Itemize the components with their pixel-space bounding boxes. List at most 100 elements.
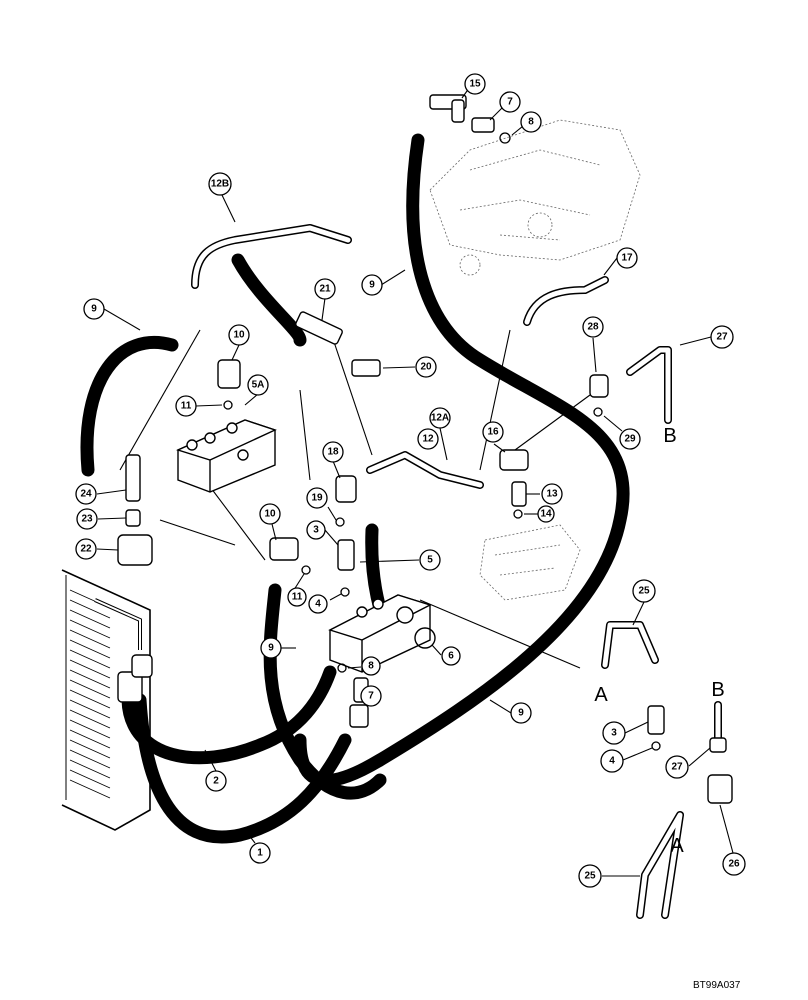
fitting-28: [589, 374, 609, 398]
svg-text:4: 4: [609, 756, 615, 767]
svg-text:9: 9: [268, 643, 274, 654]
fitting-3-mid: [337, 539, 355, 571]
callout-3-right: 3: [602, 721, 626, 745]
svg-text:8: 8: [368, 661, 374, 672]
fitting-24: [125, 454, 141, 502]
callouts: 15 7 8 12B 9 17 9 21 28 27 10 20 5A 11 1…: [75, 73, 746, 888]
callout-20: 20: [415, 356, 437, 378]
letter-a-mid: A: [594, 684, 608, 706]
callout-26: 26: [722, 852, 746, 876]
svg-text:14: 14: [540, 509, 552, 520]
svg-text:15: 15: [469, 79, 481, 90]
cooler-fitting-a: [117, 671, 143, 703]
svg-text:6: 6: [448, 651, 454, 662]
callout-7-top: 7: [499, 91, 521, 113]
oring-14: [513, 509, 523, 519]
callout-10-mid: 10: [259, 503, 281, 525]
callout-12b: 12B: [208, 172, 232, 196]
callout-7-mid: 7: [360, 685, 382, 707]
svg-text:8: 8: [528, 117, 534, 128]
callout-11-top: 11: [175, 395, 197, 417]
svg-text:23: 23: [81, 514, 93, 525]
callout-19: 19: [306, 487, 328, 509]
letter-b-mid: B: [711, 679, 724, 701]
callout-12: 12: [417, 428, 439, 450]
fitting-10-top: [217, 359, 241, 389]
svg-text:12B: 12B: [211, 179, 229, 190]
svg-text:9: 9: [518, 708, 524, 719]
valve-block-5a: [176, 419, 277, 493]
svg-text:28: 28: [587, 322, 599, 333]
svg-text:27: 27: [671, 762, 683, 773]
callout-8-top: 8: [520, 111, 542, 133]
svg-text:18: 18: [327, 447, 339, 458]
svg-text:5A: 5A: [252, 380, 265, 391]
callout-8-mid: 8: [361, 656, 381, 676]
hose-upper: [231, 253, 307, 347]
hoses: [80, 133, 630, 844]
tubes: [191, 224, 722, 919]
svg-text:12: 12: [422, 434, 434, 445]
svg-text:19: 19: [311, 493, 323, 504]
svg-text:7: 7: [368, 691, 374, 702]
hose-end-fitting: [349, 704, 369, 728]
callout-22: 22: [75, 538, 97, 560]
callout-15: 15: [464, 73, 486, 95]
fitting-21: [295, 311, 343, 345]
callout-10-top: 10: [228, 324, 250, 346]
svg-text:3: 3: [611, 728, 617, 739]
svg-text:29: 29: [624, 434, 636, 445]
fitting-7-top: [471, 117, 495, 133]
oring-11-top: [223, 400, 233, 410]
oring-8-top: [499, 132, 511, 144]
svg-text:21: 21: [319, 284, 331, 295]
svg-text:1: 1: [257, 848, 263, 859]
svg-text:2: 2: [213, 776, 219, 787]
fitting-23: [125, 509, 141, 527]
callout-12a: 12A: [429, 407, 451, 429]
fitting-22: [117, 534, 153, 566]
valve-block-ghost: [479, 524, 581, 601]
pump-housing-ghost: [429, 119, 641, 276]
svg-text:24: 24: [80, 489, 92, 500]
hose-9-left: [80, 335, 179, 477]
callout-1: 1: [249, 842, 271, 864]
callout-5: 5: [419, 549, 441, 571]
callout-17: 17: [616, 247, 638, 269]
callout-21: 21: [314, 278, 336, 300]
callout-27-right: 27: [665, 755, 689, 779]
oring-8-mid: [337, 663, 347, 673]
oring-6: [414, 627, 436, 649]
oring-29: [593, 407, 603, 417]
cooler-fitting-b: [131, 654, 153, 678]
svg-text:3: 3: [313, 525, 319, 536]
svg-text:20: 20: [420, 362, 432, 373]
svg-text:10: 10: [233, 330, 245, 341]
callout-18: 18: [322, 441, 344, 463]
callout-4-mid: 4: [308, 594, 328, 614]
svg-text:13: 13: [546, 489, 558, 500]
svg-text:9: 9: [91, 304, 97, 315]
oring-4-right: [651, 741, 661, 751]
callout-11-mid: 11: [287, 587, 307, 607]
callout-leaders: [96, 83, 734, 877]
fitting-20: [351, 359, 381, 377]
fitting-10-mid: [269, 537, 299, 561]
callout-13: 13: [541, 483, 563, 505]
callout-25-top: 25: [632, 579, 656, 603]
oring-19: [335, 517, 345, 527]
callout-9-mid: 9: [260, 637, 282, 659]
fitting-27-right: [709, 737, 727, 753]
callout-24: 24: [75, 483, 97, 505]
svg-text:26: 26: [728, 859, 740, 870]
svg-text:22: 22: [80, 544, 92, 555]
callout-27-top: 27: [710, 325, 734, 349]
svg-text:25: 25: [584, 871, 596, 882]
callout-9-left: 9: [83, 298, 105, 320]
callout-5a: 5A: [247, 374, 269, 396]
reference-letters: B A B A: [594, 425, 724, 857]
callout-28: 28: [582, 316, 604, 338]
svg-text:9: 9: [369, 280, 375, 291]
svg-text:11: 11: [181, 401, 192, 412]
